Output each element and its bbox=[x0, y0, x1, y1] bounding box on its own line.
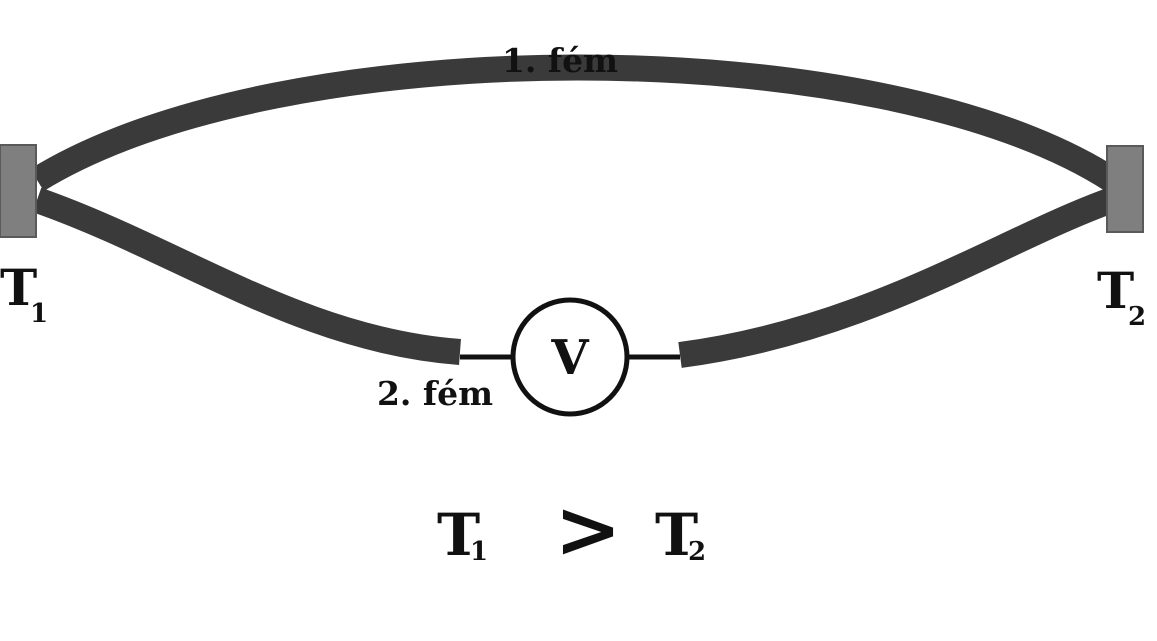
voltmeter-circle bbox=[510, 297, 630, 417]
t2-label-main: T bbox=[1097, 261, 1134, 320]
relation-operator: > bbox=[554, 482, 621, 576]
t2-label-sub: 2 bbox=[1128, 302, 1146, 332]
metal-2-label: 2. fém bbox=[377, 374, 493, 413]
voltmeter-label: V bbox=[550, 330, 589, 386]
relation-right-main: T bbox=[655, 501, 698, 569]
relation-right-sub: 2 bbox=[688, 537, 706, 567]
junction-block-t1 bbox=[0, 144, 37, 238]
t1-label-sub: 1 bbox=[30, 299, 48, 329]
t1-label: T 1 bbox=[0, 258, 48, 329]
t1-label-main: T bbox=[0, 258, 37, 317]
metal-2-wire-right bbox=[678, 187, 1117, 368]
metal-1-wire bbox=[30, 54, 1120, 192]
temperature-relation: T 1 > T 2 bbox=[437, 482, 706, 576]
relation-left-sub: 1 bbox=[470, 537, 488, 567]
relation-left-main: T bbox=[437, 501, 480, 569]
t2-label: T 2 bbox=[1097, 261, 1146, 332]
metal-1-label: 1. fém bbox=[502, 41, 618, 80]
voltmeter: V bbox=[510, 297, 630, 417]
junction-block-t2 bbox=[1106, 145, 1144, 233]
metal-2-wire-left bbox=[32, 187, 461, 365]
